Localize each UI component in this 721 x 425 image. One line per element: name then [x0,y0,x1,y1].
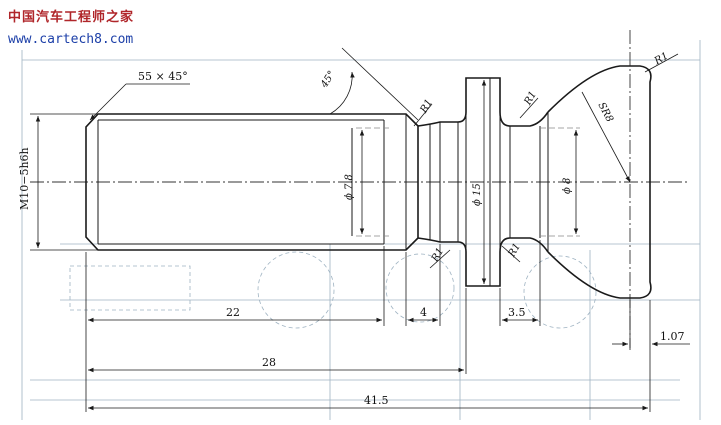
r1-label-5: R1 [652,51,670,68]
sphere-label: SR8 [595,101,614,124]
dia-8-dimension: ϕ 8 [562,130,579,234]
r1-label-2: R1 [522,89,539,107]
background-faint-lines [21,40,701,420]
r1-callouts: R1 R1 R1 R1 R1 [413,51,679,269]
dimension-41-5: 41.5 [88,394,648,411]
dimension-1-07: 1.07 [612,330,690,347]
r1-label-1: R1 [418,97,435,115]
angle-45-callout: 45° [319,47,419,121]
dim-41-5-label: 41.5 [364,394,389,407]
chamfer-callout: 55 × 45° [89,70,190,121]
dim-22-label: 22 [226,306,240,319]
dia-15-dimension: ϕ 15 [472,80,487,284]
dim-4-label: 4 [420,306,427,319]
dim-28-label: 28 [262,356,276,369]
dimension-3-5: 3.5 [502,306,538,323]
watermark-url: www.cartech8.com [8,32,134,47]
thread-dimension: M10−5h6h [18,113,98,251]
watermark-title: 中国汽车工程师之家 [8,10,135,25]
sphere-radius-callout: SR8 [581,91,631,183]
part-outline [85,65,652,299]
extension-lines [85,240,651,412]
r1-label-3: R1 [429,246,446,264]
angle-label: 45° [319,69,338,91]
dim-3-5-label: 3.5 [508,306,526,319]
dim-1-07-label: 1.07 [660,330,685,343]
thread-label: M10−5h6h [18,147,31,210]
dimension-22: 22 [88,306,382,323]
dia-15-label: ϕ 15 [472,183,483,206]
dia-8-label: ϕ 8 [562,178,573,194]
dimension-28: 28 [88,356,464,373]
dimension-4: 4 [408,306,438,323]
chamfer-label: 55 × 45° [138,70,188,83]
dia-7-8-label: ϕ 7.8 [344,174,355,200]
dia-7-8-dimension: ϕ 7.8 [344,130,365,234]
